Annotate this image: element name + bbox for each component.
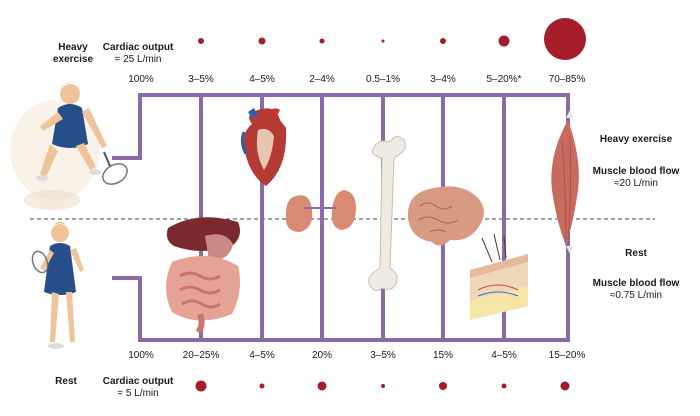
- right-rest-flow-value: ≈0.75 L/min: [609, 290, 663, 301]
- bottom-cardiac-output: Cardiac output = 5 L/min: [103, 376, 174, 400]
- bottom-percent-digestive: 20–25%: [182, 350, 220, 361]
- right-rest-flow-label: Muscle blood flow: [592, 278, 680, 289]
- bottom-percent-heart: 4–5%: [249, 350, 275, 361]
- dot-bottom-skin: [501, 383, 507, 389]
- bottom-cardiac-value: = 5 L/min: [117, 388, 159, 399]
- top-cardiac-output: Cardiac output = 25 L/min: [103, 42, 174, 66]
- kidneys-illustration: [285, 190, 356, 232]
- dot-top-bone: [381, 39, 385, 43]
- bottom-total-percent: 100%: [128, 350, 154, 361]
- top-row-label: Heavy exercise: [53, 42, 93, 66]
- top-cardiac-label: Cardiac output: [102, 42, 174, 53]
- right-heavy-flow: Muscle blood flow ≈20 L/min: [593, 166, 680, 190]
- bottom-percent-muscle: 15–20%: [548, 350, 586, 361]
- right-rest-flow: Muscle blood flow ≈0.75 L/min: [593, 278, 680, 302]
- top-percent-muscle: 70–85%: [548, 74, 586, 85]
- bottom-percent-skin: 4–5%: [491, 350, 517, 361]
- top-percent-bone: 0.5–1%: [366, 74, 400, 85]
- top-row-label-line1: Heavy: [58, 42, 88, 53]
- dot-bottom-bone: [381, 384, 385, 388]
- bottom-percent-bone: 3–5%: [370, 350, 396, 361]
- right-heavy-title: Heavy exercise: [599, 134, 673, 145]
- dot-bottom-brain: [439, 382, 447, 390]
- dot-top-digestive: [198, 38, 204, 44]
- bottom-row-label: Rest: [55, 376, 77, 387]
- dot-bottom-muscle: [560, 381, 570, 391]
- dot-bottom-kidneys: [317, 381, 327, 391]
- right-rest-title: Rest: [625, 248, 647, 259]
- top-cardiac-value: = 25 L/min: [114, 54, 162, 65]
- digestive-organ-illustration: [166, 217, 240, 335]
- heart-illustration: [240, 108, 287, 186]
- top-percent-digestive: 3–5%: [188, 74, 214, 85]
- exercising-player-figure: [10, 82, 128, 210]
- dot-top-brain: [440, 38, 446, 44]
- brain-illustration: [408, 186, 484, 246]
- dot-bottom-digestive: [195, 380, 207, 392]
- top-percent-heart: 4–5%: [249, 74, 275, 85]
- right-heavy-flow-label: Muscle blood flow: [592, 166, 680, 177]
- top-percent-kidneys: 2–4%: [309, 74, 335, 85]
- bottom-percent-brain: 15%: [432, 350, 454, 361]
- right-heavy-flow-value: ≈20 L/min: [614, 178, 658, 189]
- top-total-percent: 100%: [128, 74, 154, 85]
- top-percent-skin: 5–20%*: [486, 74, 522, 85]
- bottom-dots: [195, 380, 570, 392]
- bottom-percent-kidneys: 20%: [311, 350, 333, 361]
- bone-illustration: [368, 136, 406, 292]
- dot-top-skin: [498, 35, 510, 47]
- dot-top-muscle: [544, 18, 586, 60]
- skin-illustration: [470, 233, 528, 320]
- muscle-illustration: [551, 110, 579, 254]
- top-dots: [198, 18, 586, 60]
- resting-player-figure: [31, 222, 84, 349]
- top-percent-brain: 3–4%: [430, 74, 456, 85]
- dot-bottom-heart: [259, 383, 265, 389]
- dot-top-heart: [258, 37, 266, 45]
- top-row-label-line2: exercise: [52, 54, 94, 65]
- bottom-cardiac-label: Cardiac output: [102, 376, 174, 387]
- dot-top-kidneys: [319, 38, 325, 44]
